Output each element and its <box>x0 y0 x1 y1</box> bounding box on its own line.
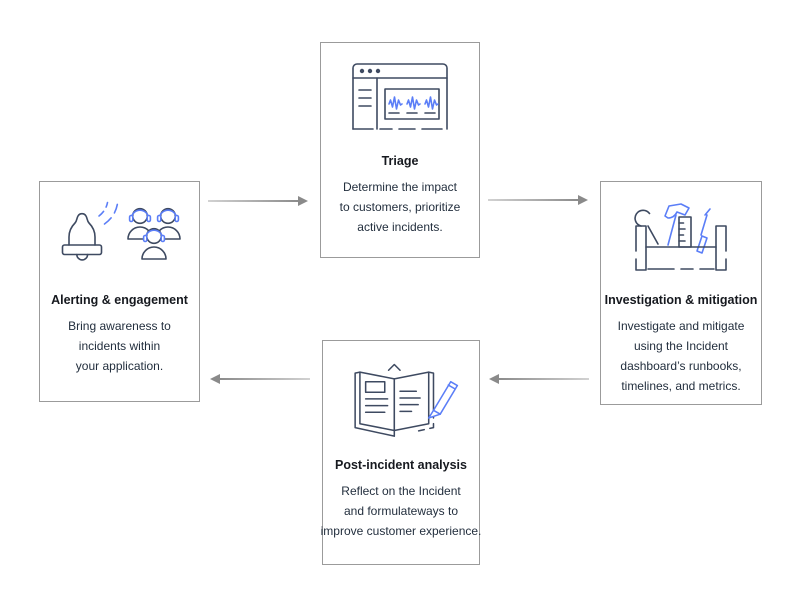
node-alerting-engagement: Alerting & engagement Bring awareness to… <box>39 181 200 402</box>
description-line: Determine the impact <box>342 180 458 194</box>
node-title: Post-incident analysis <box>335 458 467 472</box>
arrow-postincident-to-alerting <box>210 373 310 385</box>
browser-metrics-icon <box>345 56 455 141</box>
description-line: active incidents. <box>357 220 443 234</box>
node-description: Determine the impact to customers, prior… <box>340 177 461 237</box>
bell-people-icon <box>55 195 185 280</box>
description-line: timelines, and metrics. <box>621 379 741 393</box>
node-title: Investigation & mitigation <box>604 293 758 307</box>
description-line: Investigate and mitigate <box>617 319 745 333</box>
node-description: Investigate and mitigate using the Incid… <box>618 316 745 396</box>
arrowhead-left-icon <box>489 374 499 384</box>
arrow-investigation-to-postincident <box>489 373 589 385</box>
arrow-shaft <box>208 200 300 202</box>
description-line: using the Incident <box>633 339 729 353</box>
book-pen-icon <box>338 354 464 445</box>
node-post-incident-analysis: Post-incident analysis Reflect on the In… <box>321 340 482 565</box>
node-description: Reflect on the Incident and formulateway… <box>321 481 482 541</box>
description-line: Bring awareness to <box>68 319 171 333</box>
description-line: and formulateways to <box>343 504 459 518</box>
arrowhead-left-icon <box>210 374 220 384</box>
node-title: Alerting & engagement <box>51 293 188 307</box>
description-line: incidents within <box>78 339 161 353</box>
description-line: dashboard’s runbooks, <box>620 359 742 373</box>
description-line: to customers, prioritize <box>339 200 461 214</box>
arrow-triage-to-investigation <box>488 194 588 206</box>
arrow-alerting-to-triage <box>208 195 308 207</box>
arrowhead-right-icon <box>298 196 308 206</box>
description-line: your application. <box>75 359 164 373</box>
toolbox-icon <box>624 195 739 280</box>
description-line: Reflect on the Incident <box>341 484 461 498</box>
description-line: improve customer experience. <box>320 524 482 538</box>
arrowhead-right-icon <box>578 195 588 205</box>
arrow-shaft <box>488 199 580 201</box>
arrow-shaft <box>218 378 310 380</box>
node-investigation-mitigation: Investigation & mitigation Investigate a… <box>600 181 762 405</box>
node-title: Triage <box>381 154 419 168</box>
node-triage: Triage Determine the impact to customers… <box>320 42 480 258</box>
arrow-shaft <box>497 378 589 380</box>
node-description: Bring awareness to incidents within your… <box>68 316 171 376</box>
